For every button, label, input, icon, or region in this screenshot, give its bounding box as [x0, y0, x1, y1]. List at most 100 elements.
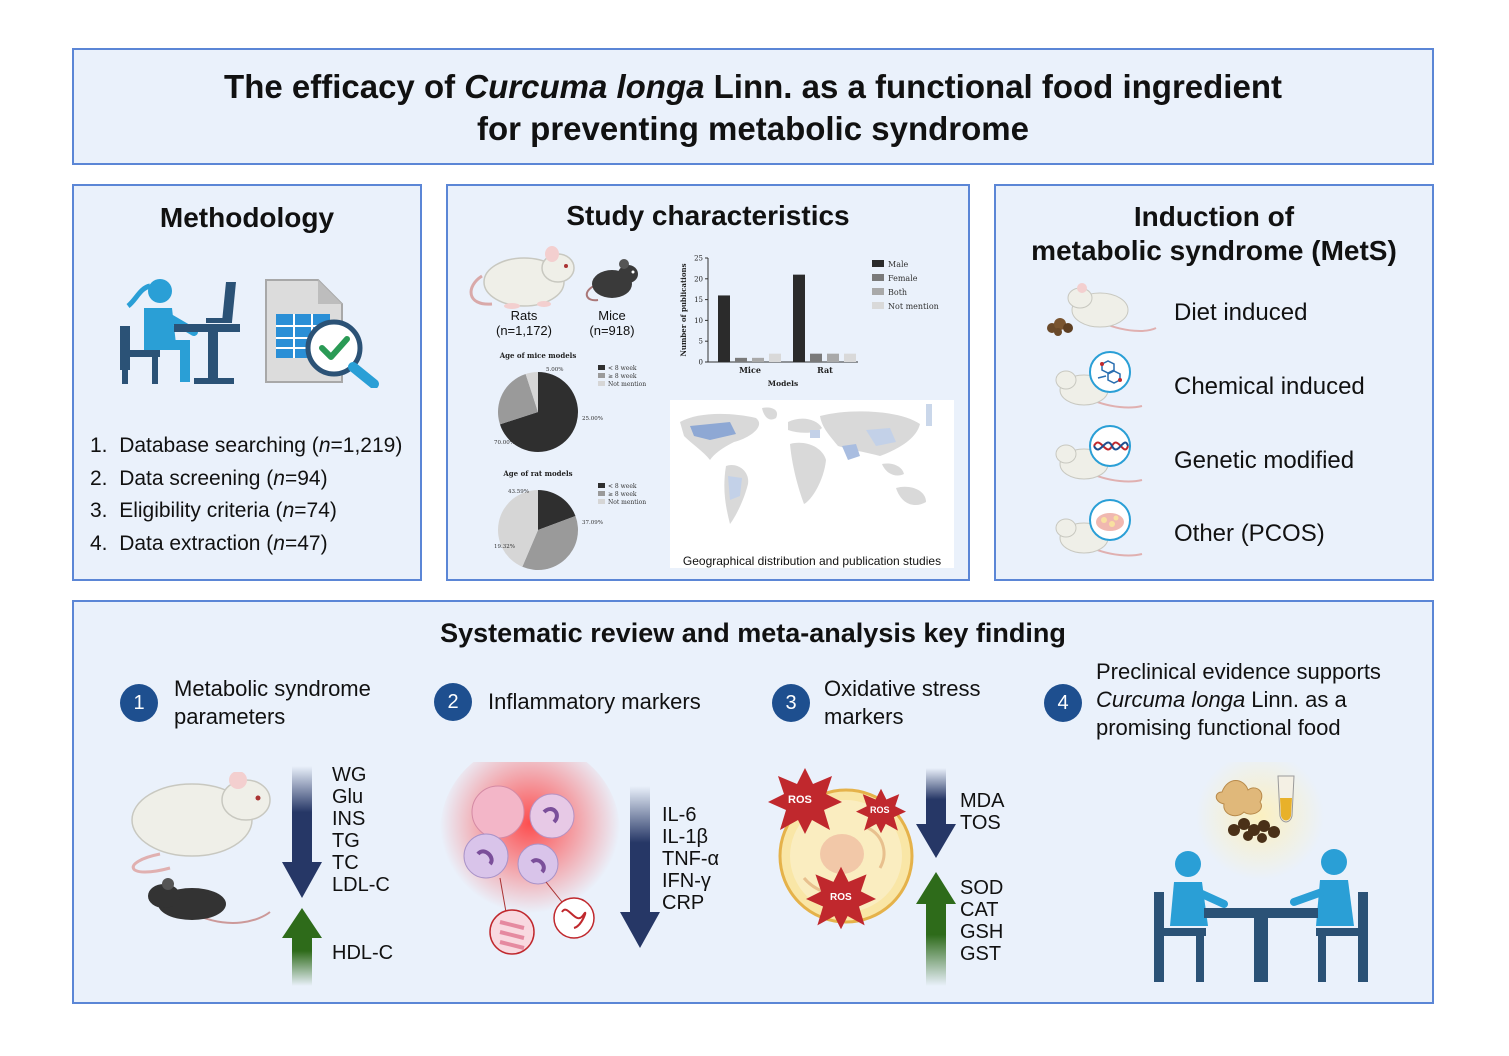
finding-3-down-arrow: [916, 768, 956, 858]
marker-tnf-a: TNF-α: [662, 848, 720, 870]
pie-legend-swatch: [598, 373, 605, 378]
pcos-rat-icon: [1055, 499, 1143, 557]
induction-heading-line1: Induction of: [1133, 201, 1295, 232]
finding-3-line1: Oxidative stress: [824, 676, 981, 701]
pie-slice: [497, 490, 538, 567]
marker-il-6: IL-6: [662, 804, 697, 826]
researcher-computer-icon: [120, 279, 240, 384]
bar-legend-label: Not mention: [888, 302, 939, 311]
bar-y-tick-label: 5: [699, 338, 703, 346]
bar-legend-label: Male: [888, 260, 909, 269]
step-4: 4. Data extraction (n=47): [90, 531, 328, 555]
marker-tc: TC: [332, 852, 359, 874]
mouse-icon: [585, 259, 638, 302]
marker-ins: INS: [332, 808, 366, 830]
world-map-box: Geographical distribution and publicatio…: [670, 400, 954, 568]
marker-wg: WG: [332, 764, 367, 786]
bar-legend-swatch: [872, 288, 884, 295]
ros-label-3: ROS: [830, 892, 852, 903]
rat-icon: [469, 246, 575, 309]
finding-1-title: Metabolic syndrome parameters: [174, 675, 371, 731]
main-title: The efficacy of Curcuma longa Linn. as a…: [224, 68, 1282, 147]
bar-y-label: Number of publications: [679, 263, 688, 356]
bar-x-label: Models: [768, 379, 798, 388]
bar: [735, 357, 747, 362]
induction-item-chemical: Chemical induced: [1174, 373, 1365, 400]
marker-ifn-g: IFN-γ: [662, 870, 711, 892]
induction-heading: Induction of metabolic syndrome (MetS): [996, 200, 1432, 268]
ros-burst-3: [806, 866, 876, 930]
finding-1-up-arrow: [282, 908, 322, 986]
mice-count: (n=918): [589, 323, 635, 338]
methodology-panel: Methodology 1. Database searching (n=1,2…: [72, 184, 422, 581]
pie-value-label: 70.00%: [494, 440, 515, 446]
marker-cat: CAT: [960, 899, 999, 921]
finding-2-down-list: IL-6 IL-1β TNF-α IFN-γ CRP: [662, 804, 719, 914]
step-2: 2. Data screening (n=94): [90, 466, 328, 490]
bar: [752, 357, 764, 362]
bar-y-tick-label: 10: [694, 317, 703, 325]
marker-gsh: GSH: [960, 921, 1004, 943]
bar: [844, 353, 856, 362]
induction-panel: Induction of metabolic syndrome (MetS) D…: [994, 184, 1434, 581]
bar-y-tick-label: 15: [694, 296, 703, 304]
pie-legend-label: ≥ 8 week: [608, 373, 637, 380]
finding-3-up-list: SOD CAT GSH GST: [960, 877, 1003, 965]
pie-title: Age of mice models: [499, 351, 577, 360]
methodology-steps: 1. Database searching (n=1,219) 2. Data …: [90, 430, 402, 560]
pie-value-label: 25.00%: [582, 416, 603, 422]
findings-panel: Systematic review and meta-analysis key …: [72, 600, 1434, 1004]
bar-y-tick-label: 0: [699, 359, 703, 367]
diet-rat-icon: [1047, 283, 1157, 336]
mice-label-text: Mice: [598, 308, 626, 323]
marker-sod: SOD: [960, 877, 1004, 899]
pie-slice: [525, 372, 538, 412]
pie-legend-label: < 8 week: [608, 365, 637, 372]
marker-tos: TOS: [960, 812, 1001, 834]
finding-1-down-arrow: [282, 766, 322, 898]
finding-4-consultation-icon: [1154, 762, 1368, 982]
induction-item-diet: Diet induced: [1174, 299, 1308, 326]
marker-mda: MDA: [960, 790, 1005, 812]
genetic-rat-icon: [1055, 425, 1143, 483]
bar-legend-label: Both: [888, 288, 907, 297]
marker-gst: GST: [960, 943, 1002, 965]
bar-y-tick-label: 20: [694, 275, 703, 283]
pie-slice: [522, 516, 578, 570]
chemical-rat-icon: [1055, 351, 1143, 409]
pie-value-label: 19.32%: [494, 544, 515, 550]
pie-value-label: 5.00%: [546, 367, 563, 373]
study-heading: Study characteristics: [566, 200, 850, 231]
finding-4-badge: 4: [1044, 684, 1082, 722]
bar-legend-swatch: [872, 302, 884, 309]
pie-legend-swatch: [598, 381, 605, 386]
finding-1-line2: parameters: [174, 704, 286, 729]
pie-legend-swatch: [598, 365, 605, 370]
step-3: 3. Eligibility criteria (n=74): [90, 499, 337, 522]
finding-1-line1: Metabolic syndrome: [174, 676, 371, 701]
rats-label-text: Rats: [510, 308, 538, 323]
induction-heading-line2: metabolic syndrome (MetS): [1031, 235, 1397, 266]
marker-tg: TG: [332, 830, 360, 852]
pie-legend-label: Not mention: [608, 381, 646, 388]
bar: [810, 353, 822, 362]
bar-legend-label: Female: [888, 274, 918, 283]
bar: [769, 353, 781, 362]
bar-category-label: Mice: [739, 365, 761, 375]
finding-4-title: Preclinical evidence supports Curcuma lo…: [1096, 658, 1381, 742]
induction-item-genetic: Genetic modified: [1174, 447, 1355, 474]
pie-legend-swatch: [598, 483, 605, 488]
ros-burst-1: [768, 768, 842, 834]
marker-crp: CRP: [662, 892, 705, 914]
methodology-heading: Methodology: [159, 202, 335, 233]
map-caption: Geographical distribution and publicatio…: [682, 554, 942, 568]
document-search-icon: [265, 279, 379, 388]
finding-4-line3: promising functional food: [1096, 715, 1341, 740]
world-map: [680, 404, 932, 524]
mice-age-pie-chart: Age of mice models 70.00% 25.00% 5.00% < 8 w…: [494, 351, 646, 452]
pie-slice: [538, 490, 576, 530]
marker-il-1b: IL-1β: [662, 826, 708, 848]
bar-legend-swatch: [872, 260, 884, 267]
bar: [793, 274, 805, 362]
